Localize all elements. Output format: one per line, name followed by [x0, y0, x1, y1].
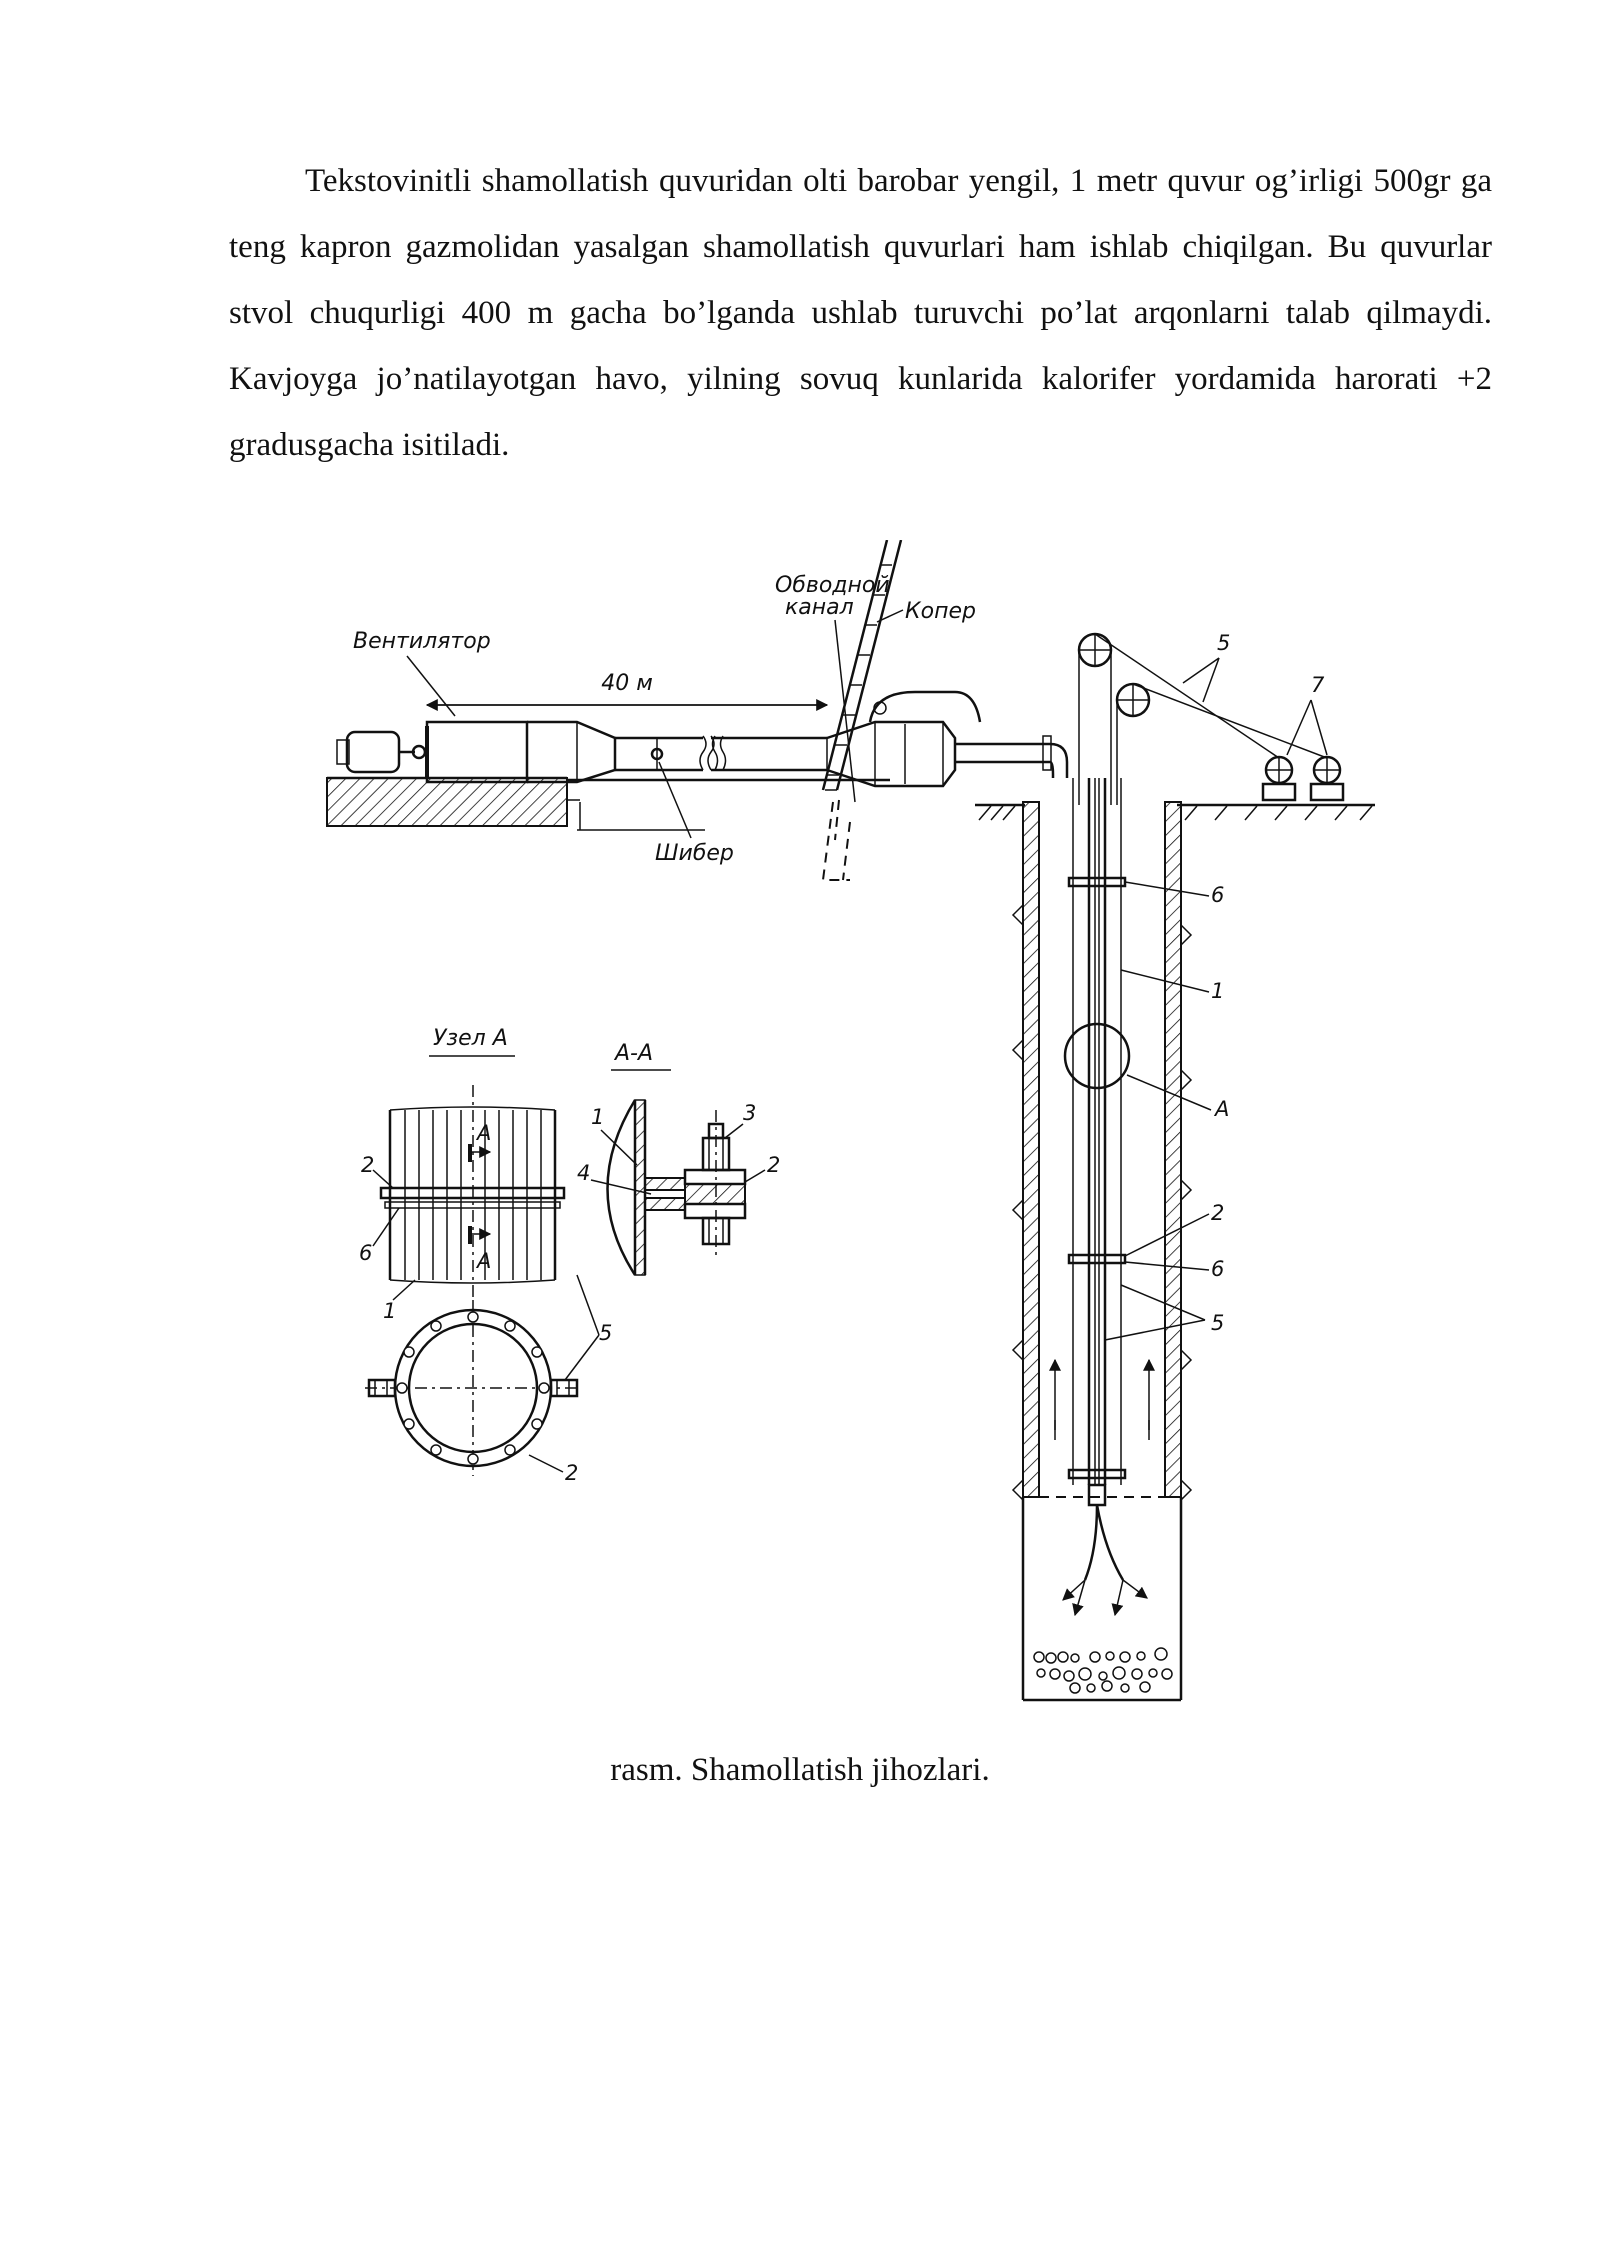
callout-2-shaft: 2	[1211, 1201, 1224, 1225]
ventilation-equipment-figure: 40 м Вентилятор Обводной канал Копер Шиб…	[315, 540, 1415, 1720]
callout-1-node: 1	[383, 1299, 396, 1323]
callout-1-section: 1	[591, 1105, 604, 1129]
callout-5-top: 5	[1217, 631, 1230, 655]
callout-2-section: 2	[767, 1153, 780, 1177]
callout-5-ring: 5	[599, 1321, 612, 1345]
surface-installation: 40 м Вентилятор Обводной канал Копер Шиб…	[326, 540, 1069, 881]
callout-1-shaft: 1	[1211, 979, 1224, 1003]
callout-A-shaft: А	[1213, 1097, 1229, 1121]
shiber-label: Шибер	[655, 841, 734, 866]
callout-7: 7	[1311, 673, 1325, 697]
pipe-cross-section: 5 2	[365, 1274, 612, 1485]
winch-assembly: 5 7	[975, 631, 1375, 821]
uzel-a-title: Узел А	[433, 1026, 508, 1051]
callout-6-node: 6	[359, 1241, 372, 1265]
callout-6-upper: 6	[1211, 883, 1224, 907]
koper-label: Копер	[905, 599, 976, 624]
ventilator-label: Вентилятор	[353, 629, 491, 654]
detail-node-a: Узел А	[359, 1026, 566, 1323]
callout-6-lower: 6	[1211, 1257, 1224, 1281]
figure-caption: rasm. Shamollatish jihozlari.	[610, 1752, 990, 1788]
callout-5-shaft: 5	[1211, 1311, 1224, 1335]
mine-shaft: 6 1 А 2 6 5	[1011, 778, 1229, 1702]
body-paragraph: Tekstovinitli shamollatish quvuridan olt…	[229, 163, 1492, 463]
callout-2-ring: 2	[565, 1461, 578, 1485]
section-a-a: А-А	[577, 1041, 780, 1276]
section-mark-top: А	[475, 1121, 491, 1145]
callout-2-node: 2	[361, 1153, 374, 1177]
section-mark-bottom: А	[475, 1249, 491, 1273]
distance-label: 40 м	[601, 671, 653, 696]
bypass-label-line1: Обводной	[775, 573, 890, 598]
callout-4-section: 4	[577, 1161, 590, 1185]
callout-3-section: 3	[743, 1101, 756, 1125]
section-aa-title: А-А	[613, 1041, 653, 1066]
bypass-label-line2: канал	[785, 595, 854, 620]
ventilation-diagram: 40 м Вентилятор Обводной канал Копер Шиб…	[326, 540, 1375, 1702]
